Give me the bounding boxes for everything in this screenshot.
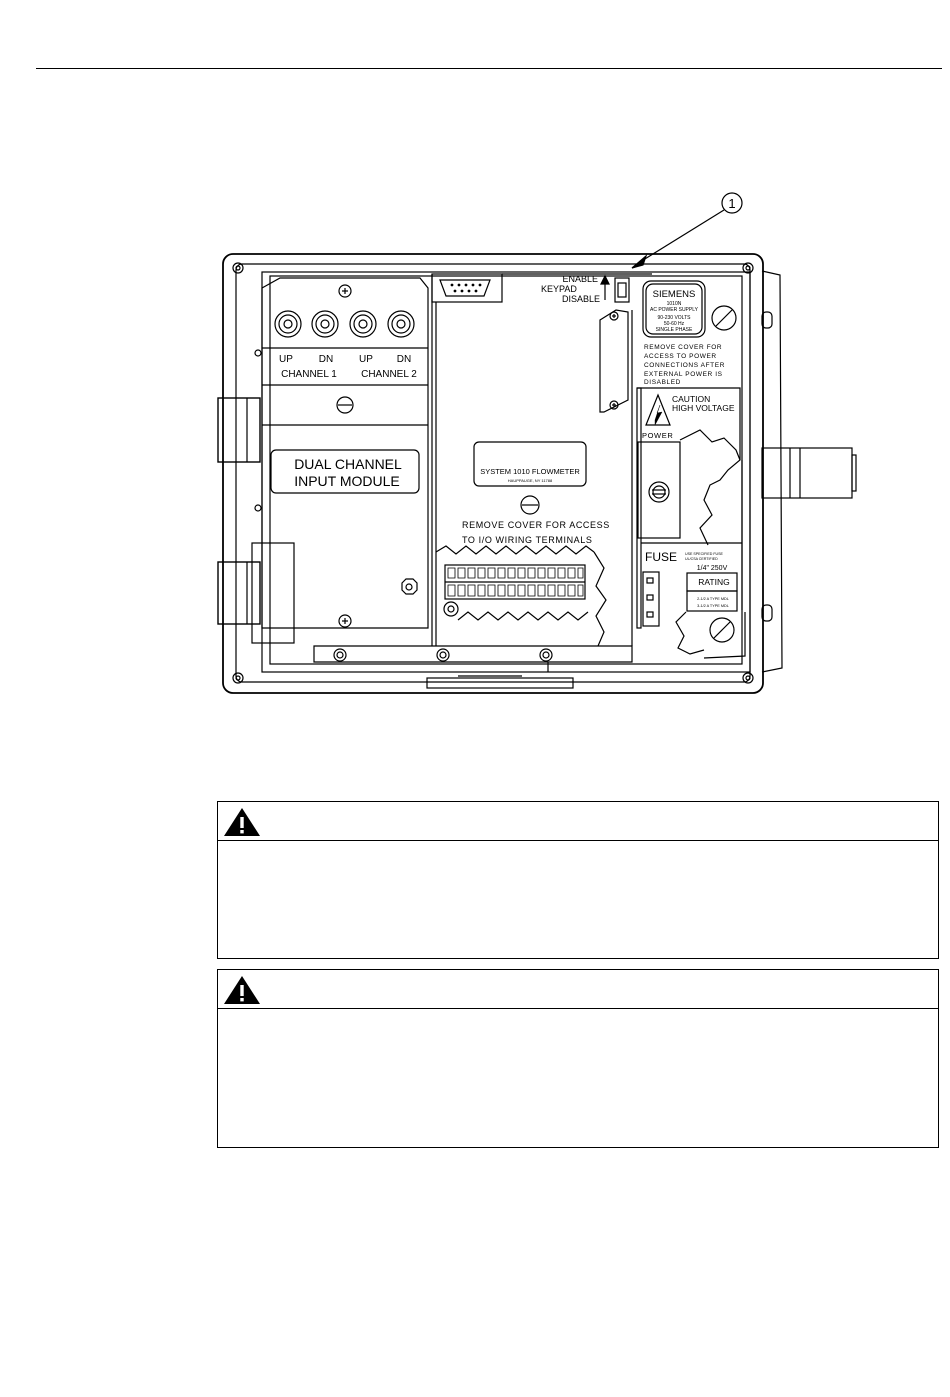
fuse-rating-1: 2-1/2 A TYPE MDL: [697, 597, 729, 601]
power-label-type: AC POWER SUPPLY: [650, 307, 699, 313]
nameplate-title: SYSTEM 1010 FLOWMETER: [480, 467, 580, 476]
channel-2-label: CHANNEL 2: [361, 369, 417, 380]
warning-box-header: [218, 802, 938, 841]
power-switch-label: POWER: [642, 431, 673, 440]
keypad-label: KEYPAD: [541, 284, 577, 294]
power-label-brand: SIEMENS: [653, 289, 696, 300]
power-cover-text-2: ACCESS TO POWER: [644, 353, 717, 360]
warning-box-1: [217, 801, 939, 959]
io-cover-text-line1: REMOVE COVER FOR ACCESS: [462, 520, 610, 530]
power-label-freq: 50-60 Hz: [664, 321, 685, 327]
bnc-connectors: [274, 310, 415, 338]
fuse-rating-2: 3-1/2 A TYPE MDL: [697, 604, 729, 608]
caution-line2: HIGH VOLTAGE: [672, 403, 735, 413]
power-label-model: 1010N: [667, 301, 682, 307]
connector-label-up-1: UP: [279, 354, 293, 365]
warning-triangle-icon: [224, 808, 260, 836]
connector-label-dn-1: DN: [319, 354, 333, 365]
module-label-line2: INPUT MODULE: [294, 473, 400, 489]
power-cover-text-1: REMOVE COVER FOR: [644, 344, 722, 351]
keypad-disable-label: DISABLE: [562, 294, 600, 304]
callout-number: 1: [728, 196, 735, 211]
caution-line1: CAUTION: [672, 394, 710, 404]
fuse-note-2: UL/CSA CERTIFIED: [685, 557, 718, 561]
power-cover-text-4: EXTERNAL POWER IS: [644, 371, 723, 378]
fuse-label: FUSE: [645, 550, 677, 564]
keypad-enable-label: ENABLE: [562, 274, 598, 284]
callout-circle: [721, 192, 743, 214]
channel-1-label: CHANNEL 1: [281, 369, 337, 380]
warning-triangle-icon: [224, 976, 260, 1004]
power-label-volts: 90-230 VOLTS: [658, 315, 692, 321]
connector-label-up-2: UP: [359, 354, 373, 365]
power-cover-text-3: CONNECTIONS AFTER: [644, 362, 725, 369]
fuse-note-1: USE SPECIFIED FUSE: [685, 552, 724, 556]
module-label-line1: DUAL CHANNEL: [294, 456, 402, 472]
power-label-phase: SINGLE PHASE: [656, 327, 693, 333]
fuse-size: 1/4" 250V: [697, 565, 728, 572]
connector-label-dn-2: DN: [397, 354, 411, 365]
fuse-rating-label: RATING: [698, 577, 729, 587]
enclosure-drawing: 1 ENABLE KEYPAD DISABLE UP DN UP DN CHAN…: [217, 192, 857, 694]
flowmeter-enclosure-figure: 1 ENABLE KEYPAD DISABLE UP DN UP DN CHAN…: [217, 192, 857, 694]
power-cover-text-5: DISABLED: [644, 379, 681, 386]
nameplate-location: HAUPPAUGE, NY 11788: [508, 478, 553, 483]
warning-box-header: [218, 970, 938, 1009]
header-rule: [36, 68, 942, 69]
warning-box-2: [217, 969, 939, 1148]
io-cover-text-line2: TO I/O WIRING TERMINALS: [462, 535, 592, 545]
terminal-pins: [447, 567, 584, 597]
